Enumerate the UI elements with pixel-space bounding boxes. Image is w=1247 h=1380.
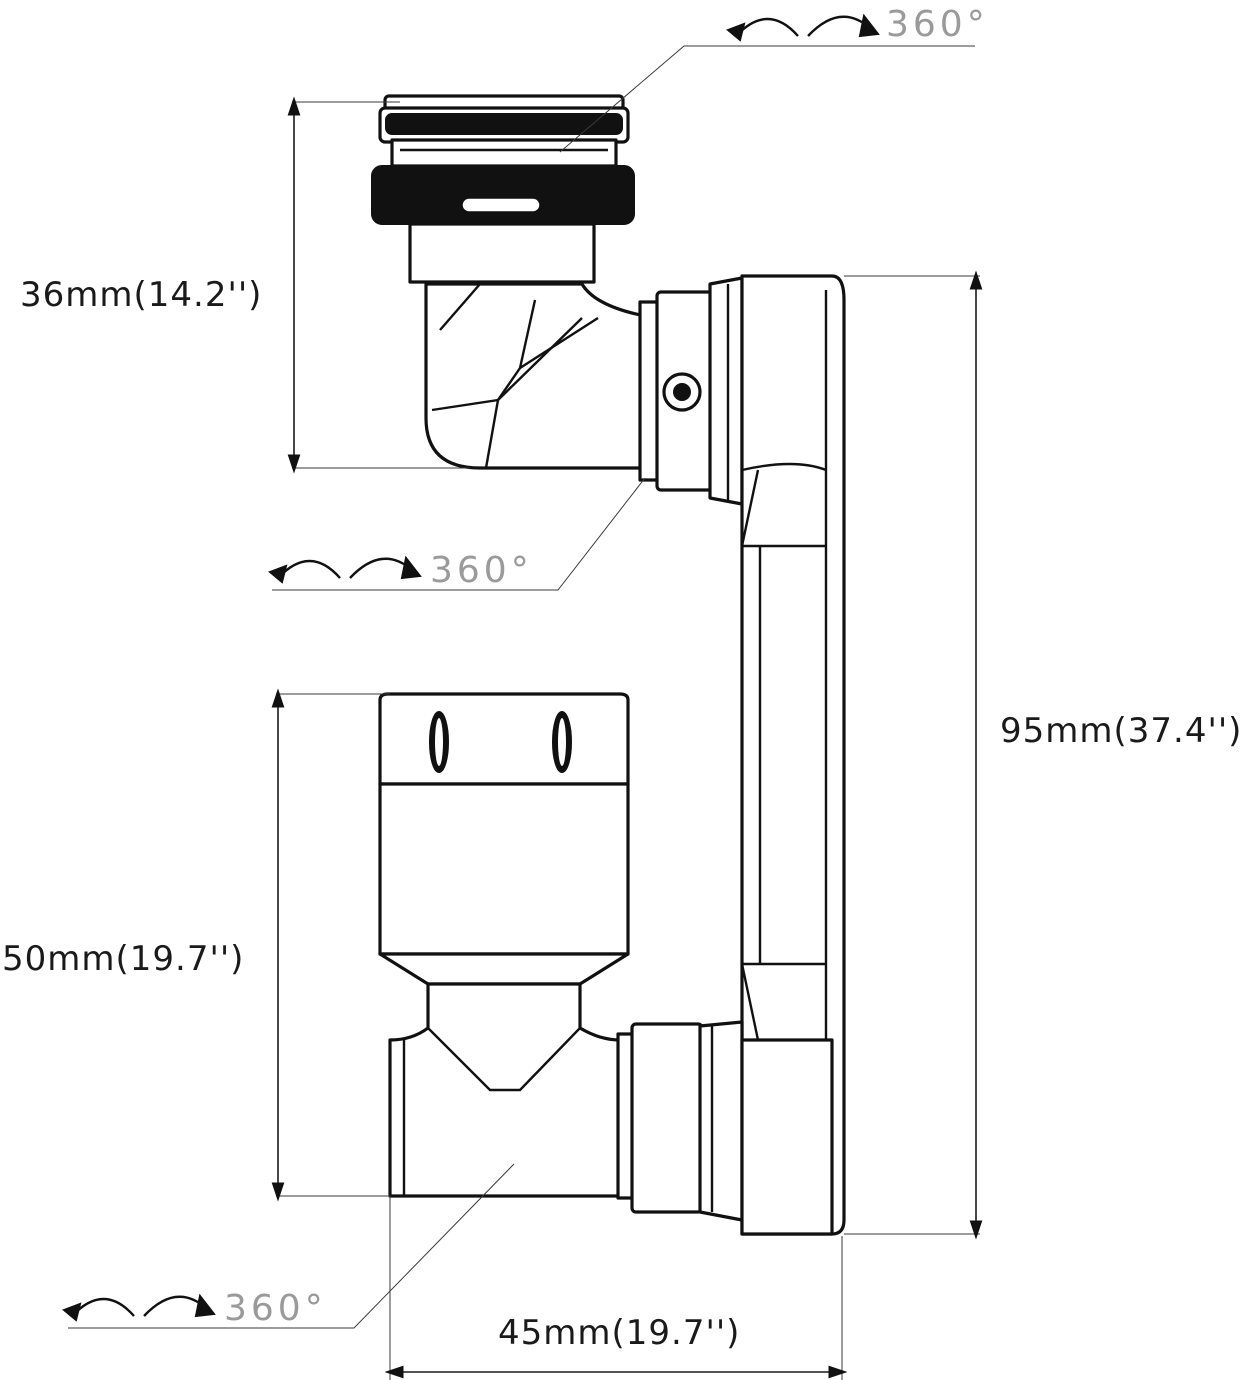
- rotation-label-middle: 360°: [430, 550, 533, 591]
- rotation-label-bottom: 360°: [224, 1288, 327, 1329]
- dimension-lines: [271, 96, 983, 1380]
- total-height-label: 95mm(37.4''): [1000, 711, 1242, 751]
- top-height-label: 36mm(14.2''): [20, 275, 262, 315]
- rotate-360-icon-middle: 360°: [268, 550, 533, 591]
- leader-lines: [68, 45, 975, 1329]
- rotate-360-icon-top: 360°: [726, 4, 989, 45]
- bottom-connector: [378, 692, 834, 1236]
- rotate-360-icon-bottom: 360°: [62, 1288, 327, 1329]
- top-connector: [371, 94, 744, 506]
- width-label: 45mm(19.7''): [498, 1313, 740, 1353]
- rotation-label-top: 360°: [886, 4, 989, 45]
- bottom-height-label: 50mm(19.7''): [2, 939, 244, 979]
